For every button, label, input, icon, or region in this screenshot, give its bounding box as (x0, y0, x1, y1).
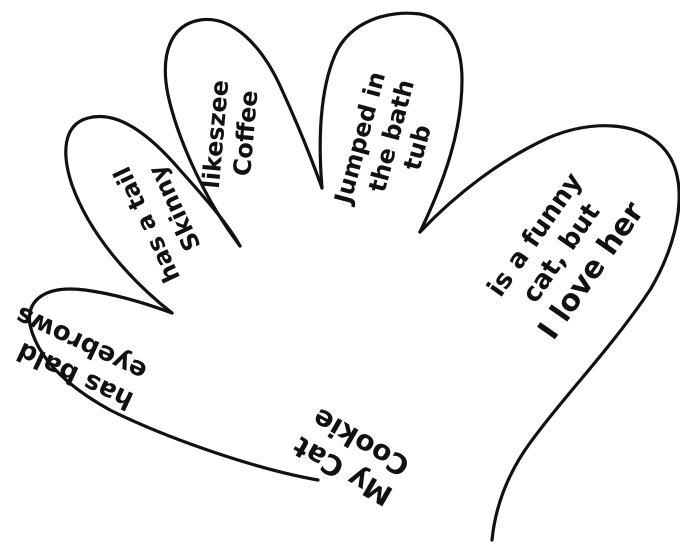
middle-line-2: Coffee (228, 89, 263, 177)
title-label: My Cat Cookie (288, 400, 416, 512)
index-label: Jumped in the bath tub (328, 69, 447, 224)
thumb-label: is a funny cat, but I love her (479, 159, 652, 346)
pinky-label: has bald eyebrows (0, 299, 152, 415)
middle-label: likeszee Coffee (197, 79, 264, 193)
